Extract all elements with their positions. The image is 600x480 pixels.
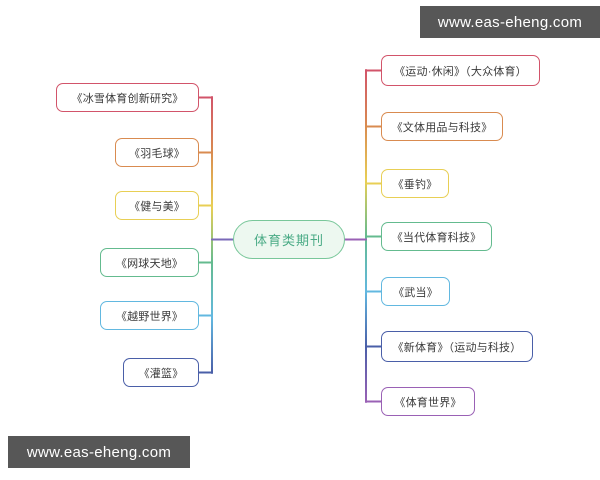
node-label: 《文体用品与科技》 [391,121,493,134]
mindmap-node-left-0[interactable]: 《冰雪体育创新研究》 [56,83,199,112]
mindmap-node-left-5[interactable]: 《灌篮》 [123,358,199,387]
node-label: 《武当》 [393,286,438,299]
mindmap-node-right-0[interactable]: 《运动·休闲》（大众体育） [381,55,540,86]
node-label: 《健与美》 [129,200,185,213]
mindmap-node-left-2[interactable]: 《健与美》 [115,191,199,220]
node-label: 《网球天地》 [115,257,184,270]
mindmap-node-left-1[interactable]: 《羽毛球》 [115,138,199,167]
mindmap-node-right-6[interactable]: 《体育世界》 [381,387,475,416]
node-label: 《冰雪体育创新研究》 [71,92,184,105]
watermark-bottom: www.eas-eheng.com [8,436,190,468]
node-label: 《体育世界》 [394,396,462,409]
mindmap-node-right-2[interactable]: 《垂钓》 [381,169,449,198]
node-label: 《灌篮》 [138,367,184,380]
mindmap-center-node[interactable]: 体育类期刊 [233,220,345,259]
mindmap-node-left-3[interactable]: 《网球天地》 [100,248,199,277]
mindmap-node-right-3[interactable]: 《当代体育科技》 [381,222,492,251]
mindmap-node-right-1[interactable]: 《文体用品与科技》 [381,112,503,141]
node-label: 《当代体育科技》 [391,231,482,244]
watermark-top: www.eas-eheng.com [420,6,600,38]
mindmap-node-right-5[interactable]: 《新体育》（运动与科技） [381,331,533,362]
node-label: 《运动·休闲》（大众体育） [394,65,527,78]
node-label: 《越野世界》 [115,310,184,323]
node-label: 《垂钓》 [392,178,438,191]
mindmap-node-right-4[interactable]: 《武当》 [381,277,450,306]
mindmap-node-left-4[interactable]: 《越野世界》 [100,301,199,330]
node-label: 《羽毛球》 [129,147,185,160]
node-label: 体育类期刊 [253,233,324,248]
node-label: 《新体育》（运动与科技） [392,341,522,354]
